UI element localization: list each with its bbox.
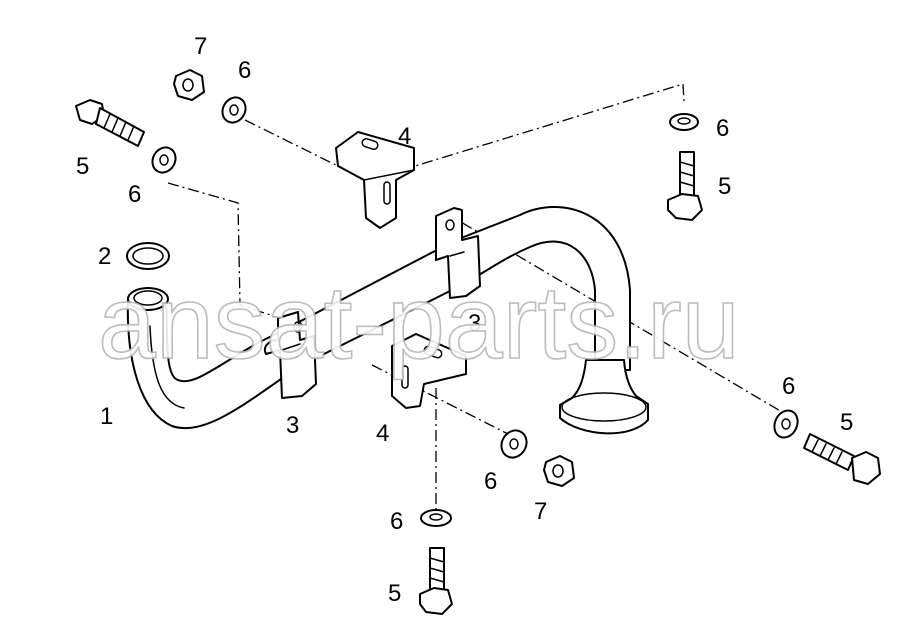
callout-label-6: 6 [484,468,497,495]
washer-bottom [420,509,452,527]
callout-label-7: 7 [534,498,547,525]
callout-label-6: 6 [716,115,729,142]
callout-label-5: 5 [388,580,401,607]
angle-bracket-top [335,131,415,229]
callout-label-6: 6 [782,373,795,400]
callout-label-6: 6 [390,508,403,535]
washer-right-bottom [773,409,799,439]
bolt-right-bottom [803,433,881,485]
callout-label-5: 5 [840,409,853,436]
callout-label-3: 3 [286,412,299,439]
suction-pipe [126,206,631,430]
callout-label-5: 5 [76,153,89,180]
callout-label-4: 4 [398,123,411,150]
callout-labels: 1 2 3 3 4 4 5 5 5 5 6 6 6 6 6 6 7 7 [76,33,853,607]
nut-bottom [543,455,575,487]
callout-label-7: 7 [194,33,207,60]
sealing-ring [126,242,170,270]
bolt-bottom [419,547,453,615]
callout-label-3: 3 [468,310,481,337]
washer-top [221,96,247,124]
callout-label-6: 6 [238,57,251,84]
callout-label-4: 4 [376,420,389,447]
strainer-bell [559,359,649,435]
pipe-clamp-left [264,311,317,399]
callout-label-2: 2 [98,243,111,270]
callout-label-6: 6 [128,181,141,208]
washer-top-left [151,146,177,174]
callout-label-5: 5 [718,173,731,200]
nut-top [173,69,205,101]
washer-center [500,429,528,459]
angle-bracket-bottom [391,333,467,409]
bolt-right-top [667,151,703,221]
washer-right-top [669,113,699,131]
pipe-clamp-right [435,207,481,299]
watermark-text: ansat-parts.ru [98,265,740,381]
callout-label-1: 1 [100,403,113,430]
bolt-top-left [75,99,145,147]
